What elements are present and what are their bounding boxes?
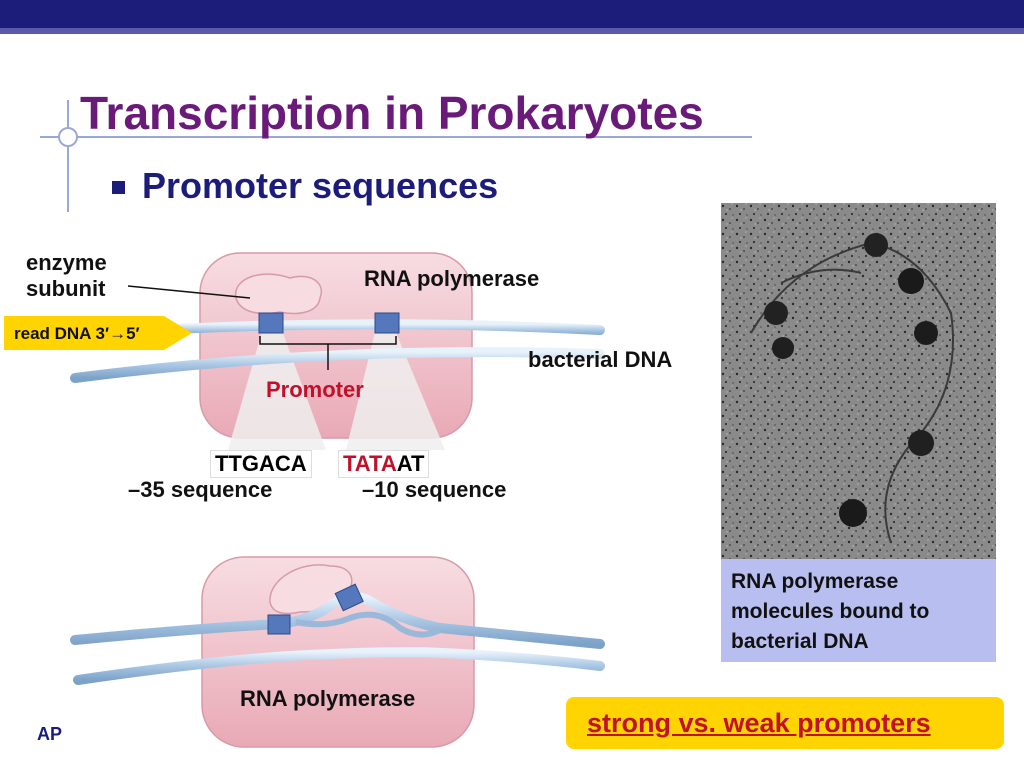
promoter-bottom-box-2 <box>334 583 364 612</box>
top-bar <box>0 0 1024 28</box>
callout-link[interactable]: strong vs. weak promoters <box>587 708 931 738</box>
seq-10-highlight: TATA <box>343 451 397 476</box>
decorative-vertical-line <box>67 100 69 212</box>
enzyme-label-line1: enzyme <box>26 250 107 275</box>
promoter-label: Promoter <box>266 377 364 402</box>
dna-strand-top-2 <box>70 347 605 383</box>
promoter-bottom-box-1 <box>267 614 291 635</box>
footer-ap: AP <box>37 724 63 744</box>
rna-polymerase-top-label: RNA polymerase <box>364 266 540 291</box>
callout-box <box>566 697 1004 749</box>
enzyme-label-line2: subunit <box>26 276 106 301</box>
transcription-diagram <box>55 252 605 748</box>
bacterial-dna-label: bacterial DNA <box>528 347 673 372</box>
bullet-square-icon <box>112 181 125 194</box>
enzyme-pointer-line <box>127 285 251 299</box>
promoter-bracket <box>259 336 397 370</box>
promoter-10-box <box>374 312 400 334</box>
seq-10-label: –10 sequence <box>362 477 507 502</box>
decorative-crosshair-icon <box>58 127 78 147</box>
micrograph-art <box>721 203 996 559</box>
seq-35-text: TTGACA <box>215 451 307 476</box>
slide-title: Transcription in Prokaryotes <box>80 87 704 139</box>
dna-bubble-inner <box>295 611 442 638</box>
promoter-35-box <box>258 312 284 334</box>
seq-35-box: TTGACA <box>210 450 312 478</box>
decorative-horizontal-line <box>40 136 752 138</box>
promoter-35-beam <box>228 328 326 450</box>
seq-10-rest: AT <box>396 451 425 476</box>
dna-strand-bottom-2 <box>73 646 605 685</box>
read-dna-label: read DNA 3′→5′ <box>14 324 140 343</box>
read-dna-arrow <box>4 316 192 350</box>
rna-polymerase-bottom-label: RNA polymerase <box>240 686 416 711</box>
micrograph-caption: RNA polymerase molecules bound to bacter… <box>721 559 996 662</box>
slide-bullet: Promoter sequences <box>142 165 499 206</box>
enzyme-subunit-shape <box>235 273 323 315</box>
top-bar-accent <box>0 28 1024 34</box>
seq-35-label: –35 sequence <box>128 477 273 502</box>
seq-10-box: TATAAT <box>338 450 430 478</box>
micrograph-image <box>721 203 996 559</box>
